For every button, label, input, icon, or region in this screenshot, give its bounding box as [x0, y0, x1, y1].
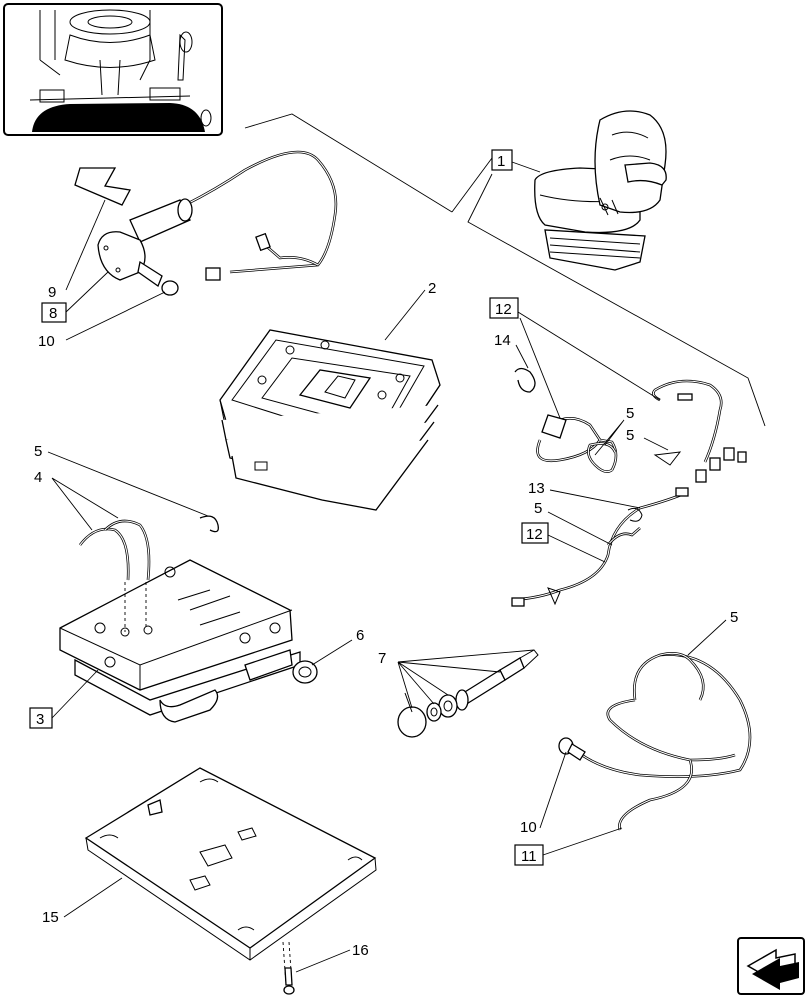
seat-switch-part[interactable]	[397, 649, 539, 738]
svg-text:2: 2	[428, 280, 436, 297]
seat-assembly[interactable]	[534, 110, 667, 271]
svg-text:5: 5	[730, 609, 738, 626]
seat-sensor-harness[interactable]	[511, 487, 689, 607]
suspension-bellows[interactable]	[219, 329, 441, 511]
svg-text:5: 5	[534, 500, 542, 517]
svg-text:9: 9	[48, 284, 56, 301]
location-thumbnail[interactable]	[3, 3, 223, 136]
callout-13[interactable]: 13	[528, 480, 545, 497]
callout-3[interactable]: 3	[29, 707, 53, 729]
callout-10-bottom[interactable]: 10	[520, 819, 537, 836]
callout-11[interactable]: 11	[514, 844, 544, 866]
svg-text:10: 10	[38, 333, 55, 350]
callout-10-top[interactable]: 10	[38, 333, 55, 350]
svg-text:3: 3	[36, 711, 44, 728]
callout-12-top[interactable]: 12	[489, 297, 519, 319]
callout-9[interactable]: 9	[48, 284, 56, 301]
callout-12-mid[interactable]: 12	[521, 522, 549, 544]
seat-base-frame[interactable]	[59, 559, 301, 723]
callout-14[interactable]: 14	[494, 332, 511, 349]
svg-text:1: 1	[497, 153, 505, 170]
callout-8[interactable]: 8	[41, 302, 67, 323]
callout-4[interactable]: 4	[34, 469, 42, 486]
seat-switch-harness[interactable]	[514, 367, 747, 483]
callout-6[interactable]: 6	[356, 627, 364, 644]
svg-text:16: 16	[352, 942, 369, 959]
callout-5-left[interactable]: 5	[34, 443, 42, 460]
svg-text:4: 4	[34, 469, 42, 486]
svg-text:8: 8	[49, 305, 57, 322]
svg-text:11: 11	[521, 848, 537, 865]
nut-part[interactable]	[292, 660, 318, 684]
svg-text:14: 14	[494, 332, 511, 349]
u-bolt-clamps[interactable]	[78, 519, 151, 581]
svg-text:13: 13	[528, 480, 545, 497]
svg-text:15: 15	[42, 909, 59, 926]
svg-text:6: 6	[356, 627, 364, 644]
callout-15[interactable]: 15	[42, 909, 59, 926]
callout-5-bottom[interactable]: 5	[730, 609, 738, 626]
callout-1[interactable]: 1	[491, 149, 513, 171]
svg-text:10: 10	[520, 819, 537, 836]
svg-text:12: 12	[526, 526, 543, 543]
seat-mounting-plate[interactable]	[84, 767, 377, 961]
svg-text:5: 5	[34, 443, 42, 460]
seat-heater-harness[interactable]	[74, 150, 338, 296]
callout-5-lower[interactable]: 5	[534, 500, 542, 517]
svg-text:12: 12	[495, 301, 512, 318]
callout-5-mid[interactable]: 5	[626, 405, 634, 422]
callout-2[interactable]: 2	[428, 280, 436, 297]
bolt-part[interactable]	[282, 941, 295, 995]
seat-extension-harness[interactable]	[558, 652, 752, 831]
callout-5-right[interactable]: 5	[626, 427, 634, 444]
svg-text:5: 5	[626, 405, 634, 422]
callout-7[interactable]: 7	[378, 650, 386, 667]
callout-16[interactable]: 16	[352, 942, 369, 959]
next-page-arrow-icon[interactable]	[737, 937, 805, 995]
svg-text:5: 5	[626, 427, 634, 444]
svg-text:7: 7	[378, 650, 386, 667]
